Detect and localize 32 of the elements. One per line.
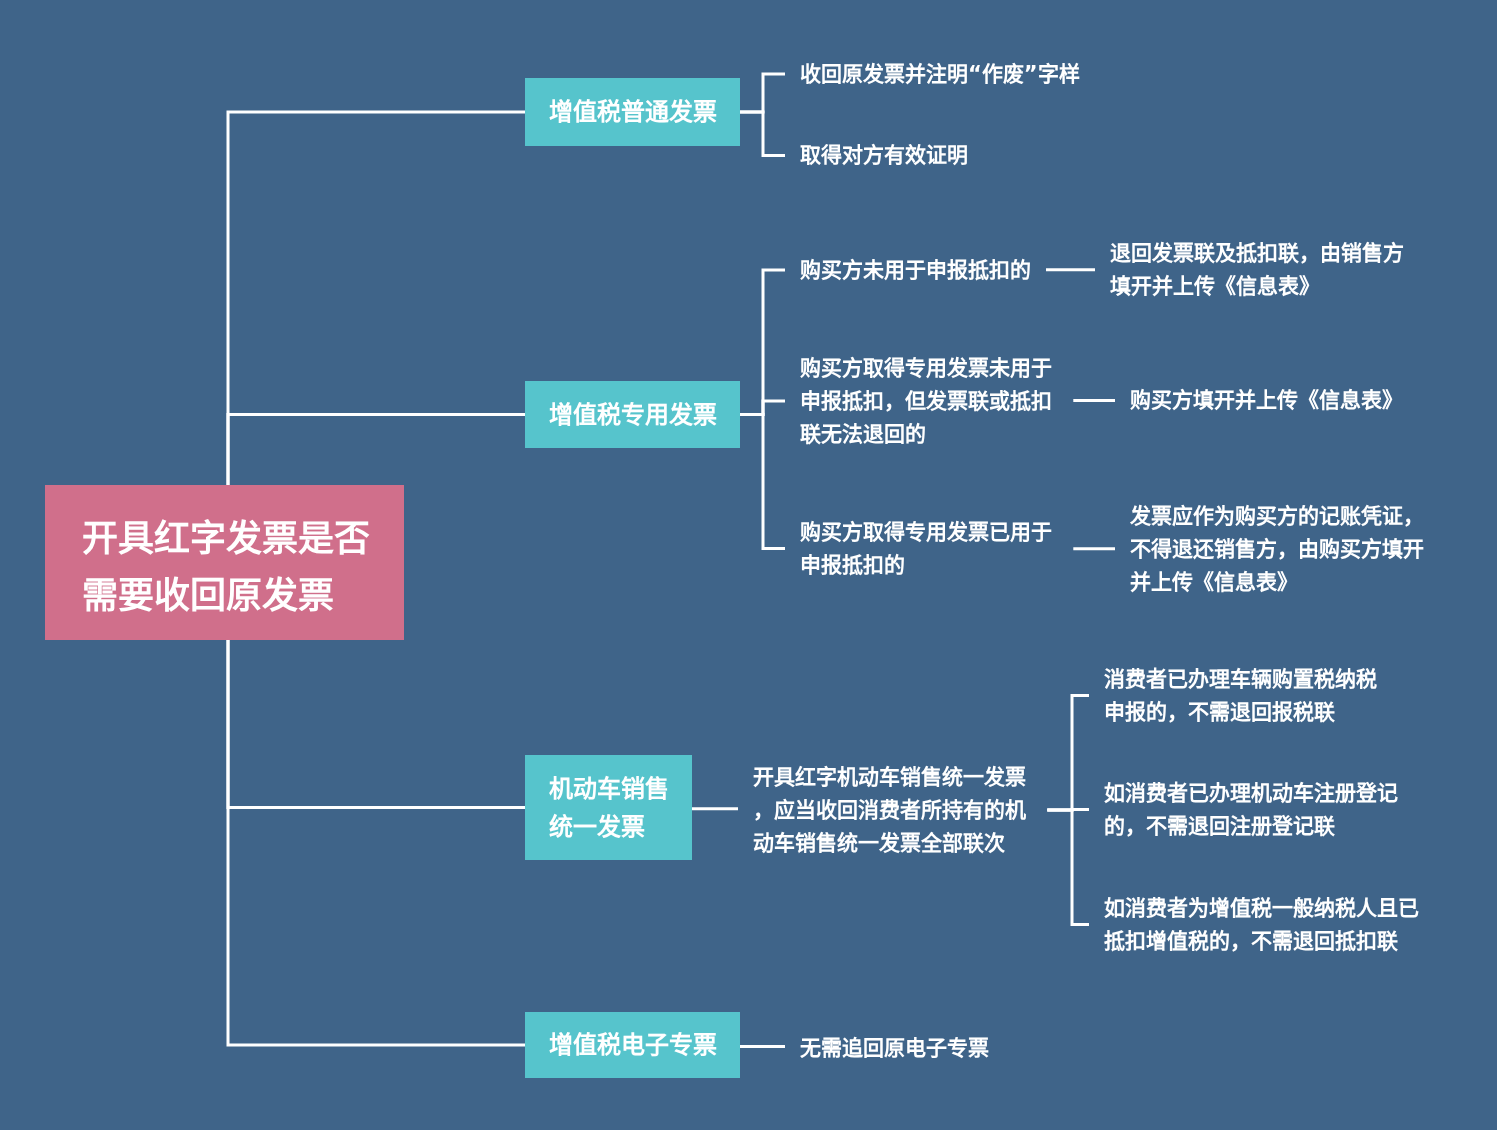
root-topic-box <box>45 485 404 640</box>
category-label: 增值税普通发票 <box>549 97 717 128</box>
connector-line <box>226 640 525 1047</box>
branch-text: 购买方未用于申报抵扣的 <box>800 256 1031 284</box>
connector-line <box>692 807 738 811</box>
category-label: 机动车销售统一发票 <box>549 773 670 843</box>
branch-text: 购买方取得专用发票未用于申报抵扣，但发票联或抵扣联无法退回的 <box>800 354 1053 448</box>
topic-title: 开具红字发票是否需要收回原发票 <box>82 517 371 618</box>
branch-text: 如消费者为增值税一般纳税人且已抵扣增值税的，不需退回抵扣联 <box>1104 894 1420 955</box>
branch-text: 退回发票联及抵扣联，由销售方填开并上传《信息表》 <box>1110 239 1405 300</box>
category-box <box>525 755 692 860</box>
category-label: 增值税电子专票 <box>549 1030 717 1061</box>
connector-line <box>226 413 525 485</box>
connector-line <box>740 1045 785 1048</box>
branch-text: 购买方填开并上传《信息表》 <box>1130 386 1403 414</box>
branch-text: 收回原发票并注明“作废”字样 <box>800 60 1080 88</box>
connector-line <box>1046 268 1095 272</box>
branch-text: 如消费者已办理机动车注册登记的，不需退回注册登记联 <box>1104 779 1399 840</box>
branch-text: 购买方取得专用发票已用于申报抵扣的 <box>800 518 1053 579</box>
connector-line <box>1073 399 1115 402</box>
category-box <box>525 1012 740 1078</box>
branch-text: 无需追回原电子专票 <box>800 1034 989 1062</box>
category-box <box>525 78 740 146</box>
category-label: 增值税专用发票 <box>549 399 717 431</box>
connector-line <box>1073 547 1115 551</box>
branch-text: 取得对方有效证明 <box>800 142 968 169</box>
branch-text: 消费者已办理车辆购置税纳税申报的，不需退回报税联 <box>1104 665 1378 726</box>
connector-line <box>1047 808 1089 926</box>
category-box <box>525 381 740 448</box>
branch-text: 开具红字机动车销售统一发票，应当收回消费者所持有的机动车销售统一发票全部联次 <box>753 763 1027 857</box>
branch-text: 发票应作为购买方的记账凭证，不得退还销售方，由购买方填开并上传《信息表》 <box>1130 502 1425 596</box>
connector-line <box>740 110 785 157</box>
